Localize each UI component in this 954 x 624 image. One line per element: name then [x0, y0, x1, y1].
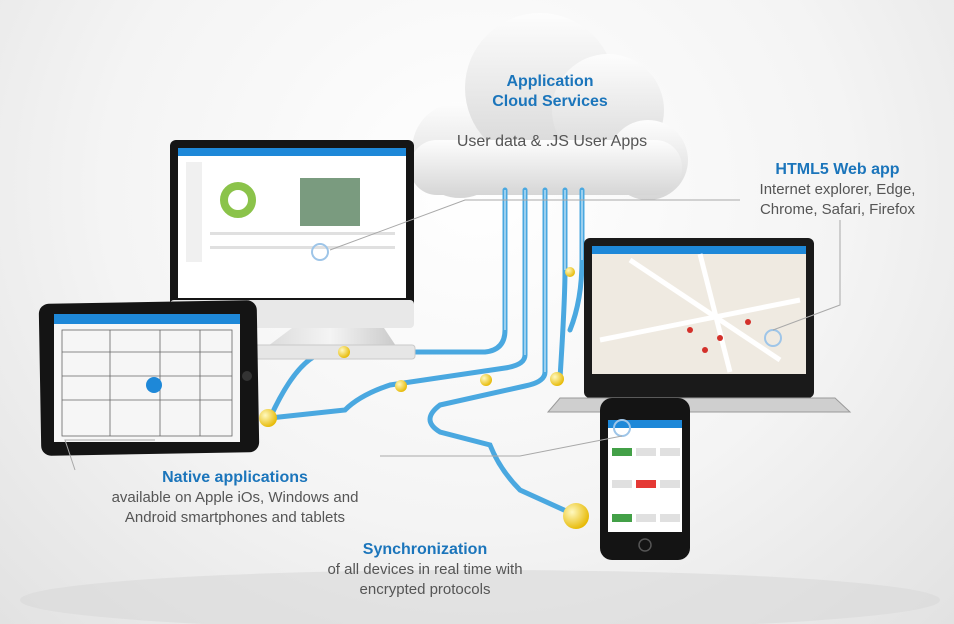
cloud-subtitle: User data & .JS User Apps: [456, 133, 648, 150]
connection-nodes: [259, 267, 589, 529]
sync-title: Synchronization: [362, 541, 488, 558]
laptop-device: [546, 238, 852, 413]
html5-line1: Internet explorer, Edge,: [759, 181, 916, 198]
cloud-title-line1: Application: [506, 73, 594, 90]
html5-web-app-label: HTML5 Web app Internet explorer, Edge, C…: [735, 160, 940, 220]
native-title: Native applications: [162, 469, 308, 486]
native-applications-label: Native applications available on Apple i…: [60, 468, 410, 528]
html5-line2: Chrome, Safari, Firefox: [759, 201, 916, 218]
cloud-title-line2: Cloud Services: [492, 93, 608, 110]
cloud-shape: [410, 13, 688, 200]
sync-cables: [267, 187, 585, 518]
tablet-device: [38, 300, 260, 456]
sync-line2: encrypted protocols: [359, 581, 491, 598]
native-line1: available on Apple iOs, Windows and: [111, 489, 359, 506]
synchronization-label: Synchronization of all devices in real t…: [290, 540, 560, 600]
floor-shadow: [20, 570, 940, 624]
native-line2: Android smartphones and tablets: [124, 509, 346, 526]
cloud-services-label: Application Cloud Services: [430, 72, 670, 112]
html5-title: HTML5 Web app: [775, 161, 900, 178]
sync-line1: of all devices in real time with: [327, 561, 523, 578]
pointer-lines: [64, 199, 841, 471]
smartphone-device: [600, 398, 690, 560]
